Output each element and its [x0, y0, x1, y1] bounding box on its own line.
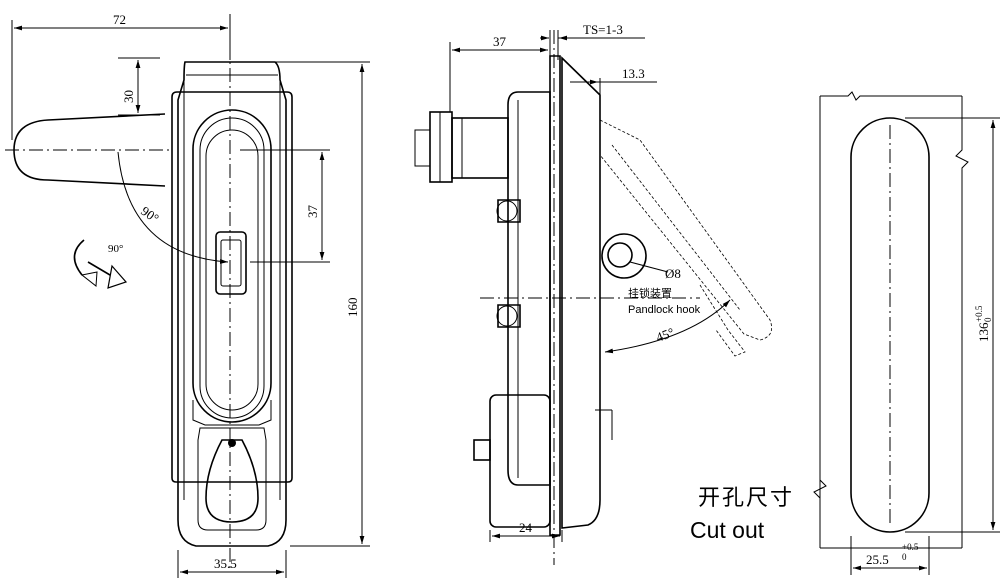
dim-72: 72 — [113, 12, 126, 27]
dim-160: 160 — [345, 298, 360, 318]
dim-35-5: 35.5 — [214, 556, 237, 571]
dim-30: 30 — [121, 90, 136, 103]
angle-90-swing: 90° — [138, 203, 162, 226]
cutout-height-tol-upper: +0.5 — [974, 305, 984, 322]
pandlock-label-en: Pandlock hook — [628, 304, 701, 316]
pandlock-label-cn: 挂锁装置 — [628, 286, 672, 300]
dim-37-front: 37 — [305, 205, 320, 219]
angle-90-rotate: 90° — [108, 243, 123, 255]
front-view: 72 30 37 — [5, 12, 370, 578]
angle-45: 45° — [654, 324, 676, 344]
cutout-width-tol-upper: +0.5 — [902, 542, 919, 552]
cutout-height-tol-lower: 0 — [983, 317, 993, 322]
cutout-label-en: Cut out — [690, 517, 765, 543]
cutout-width-tol-lower: 0 — [902, 552, 907, 562]
dim-37-side: 37 — [493, 34, 507, 49]
cutout-width: 25.5 — [866, 552, 889, 567]
cutout-height: 136 — [976, 322, 991, 342]
dim-13-3: 13.3 — [622, 66, 645, 81]
cutout-view: 136 +0.5 0 25.5 +0.5 0 — [813, 91, 1000, 575]
dim-ts: TS=1-3 — [583, 22, 623, 37]
side-view: TS=1-3 37 13.3 2 — [414, 22, 773, 565]
cutout-label-cn: 开孔尺寸 — [698, 486, 795, 511]
dim-24: 24 — [519, 520, 533, 535]
dim-hole-dia: Ø8 — [665, 266, 681, 281]
